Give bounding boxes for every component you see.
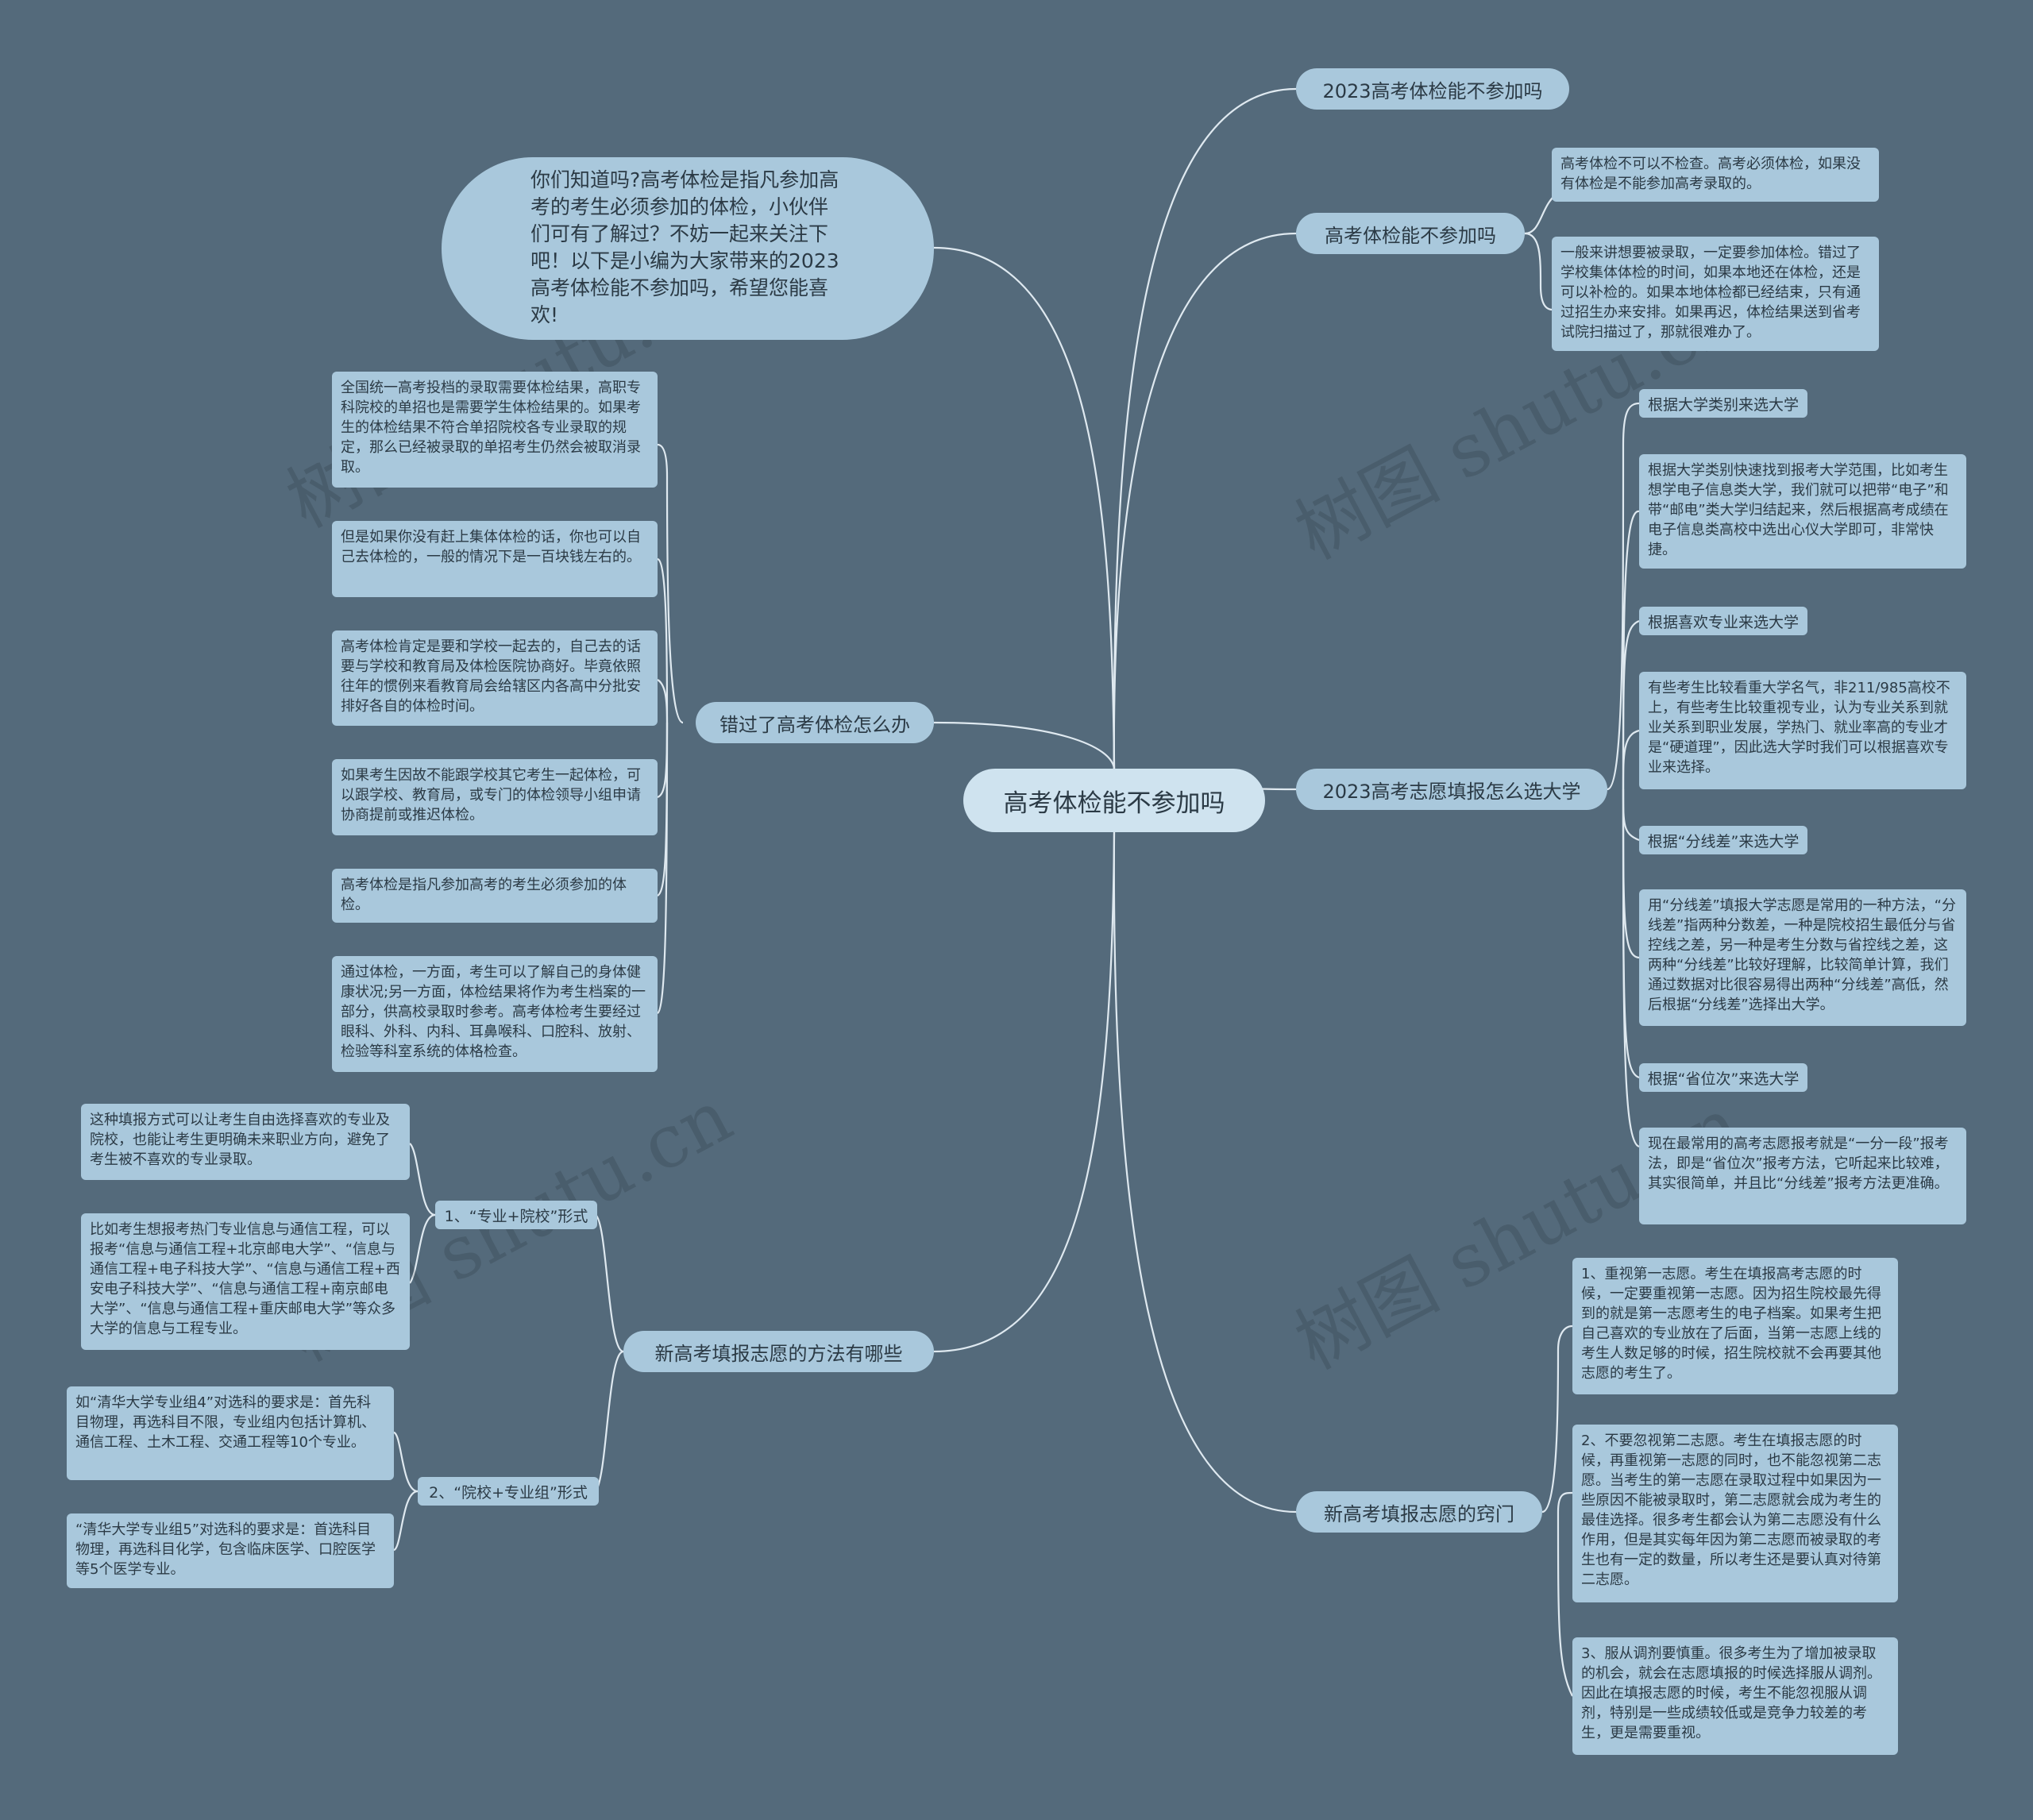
leaf-text: 通过体检，一方面，考生可以了解自己的身体健康状况;另一方面，体检结果将作为考生档… (332, 956, 658, 1072)
leaf-text: 有些考生比较看重大学名气，非211/985高校不上，有些考生比较重视专业，认为专… (1639, 672, 1966, 789)
sub-topic[interactable]: 根据大学类别来选大学 (1639, 389, 1807, 418)
leaf-text: 3、服从调剂要慎重。很多考生为了增加被录取的机会，就会在志愿填报的时候选择服从调… (1572, 1637, 1898, 1755)
branch-2023-exam-question[interactable]: 2023高考体检能不参加吗 (1296, 68, 1569, 110)
branch-methods[interactable]: 新高考填报志愿的方法有哪些 (623, 1331, 934, 1372)
leaf-text: 如“清华大学专业组4”对选科的要求是：首先科目物理，再选科目不限，专业组内包括计… (67, 1386, 394, 1480)
leaf-text: 2、不要忽视第二志愿。考生在填报志愿的时候，再重视第一志愿的同时，也不能忽视第二… (1572, 1425, 1898, 1602)
sub-topic[interactable]: 根据“省位次”来选大学 (1639, 1063, 1807, 1092)
branch-missed-exam[interactable]: 错过了高考体检怎么办 (696, 702, 934, 743)
leaf-text: 这种填报方式可以让考生自由选择喜欢的专业及院校，也能让考生更明确未来职业方向，避… (81, 1104, 410, 1180)
leaf-text: 根据大学类别快速找到报考大学范围，比如考生想学电子信息类大学，我们就可以把带“电… (1639, 454, 1966, 569)
sub-topic[interactable]: 根据喜欢专业来选大学 (1639, 607, 1807, 635)
branch-can-skip-exam[interactable]: 高考体检能不参加吗 (1296, 213, 1525, 254)
intro-node[interactable]: 你们知道吗?高考体检是指凡参加高考的考生必须参加的体检，小伙伴们可有了解过？不妨… (442, 157, 934, 340)
leaf-text: 全国统一高考投档的录取需要体检结果，高职专科院校的单招也是需要学生体检结果的。如… (332, 372, 658, 488)
leaf-text: 如果考生因故不能跟学校其它考生一起体检，可以跟学校、教育局，或专门的体检领导小组… (332, 759, 658, 835)
leaf-text: 用“分线差”填报大学志愿是常用的一种方法，“分线差”指两种分数差，一种是院校招生… (1639, 889, 1966, 1026)
leaf-text: 一般来讲想要被录取，一定要参加体检。错过了学校集体体检的时间，如果本地还在体检，… (1552, 237, 1879, 351)
sub-topic[interactable]: 2、“院校+专业组”形式 (418, 1477, 599, 1506)
leaf-text: 比如考生想报考热门专业信息与通信工程，可以报考“信息与通信工程+北京邮电大学”、… (81, 1213, 410, 1350)
branch-choose-university[interactable]: 2023高考志愿填报怎么选大学 (1296, 769, 1607, 810)
root-node[interactable]: 高考体检能不参加吗 (963, 769, 1265, 832)
sub-topic[interactable]: 1、“专业+院校”形式 (435, 1201, 597, 1229)
leaf-text: “清华大学专业组5”对选科的要求是：首选科目物理，再选科目化学，包含临床医学、口… (67, 1513, 394, 1588)
leaf-text: 1、重视第一志愿。考生在填报高考志愿的时候，一定要重视第一志愿。因为招生院校最先… (1572, 1258, 1898, 1394)
leaf-text: 高考体检肯定是要和学校一起去的，自己去的话要与学校和教育局及体检医院协商好。毕竟… (332, 630, 658, 726)
branch-tips[interactable]: 新高考填报志愿的窍门 (1296, 1491, 1542, 1533)
leaf-text: 高考体检不可以不检查。高考必须体检，如果没有体检是不能参加高考录取的。 (1552, 148, 1879, 202)
leaf-text: 现在最常用的高考志愿报考就是“一分一段”报考法，即是“省位次”报考方法，它听起来… (1639, 1128, 1966, 1224)
leaf-text: 但是如果你没有赶上集体体检的话，你也可以自己去体检的，一般的情况下是一百块钱左右… (332, 521, 658, 597)
leaf-text: 高考体检是指凡参加高考的考生必须参加的体检。 (332, 869, 658, 923)
sub-topic[interactable]: 根据“分线差”来选大学 (1639, 826, 1807, 854)
